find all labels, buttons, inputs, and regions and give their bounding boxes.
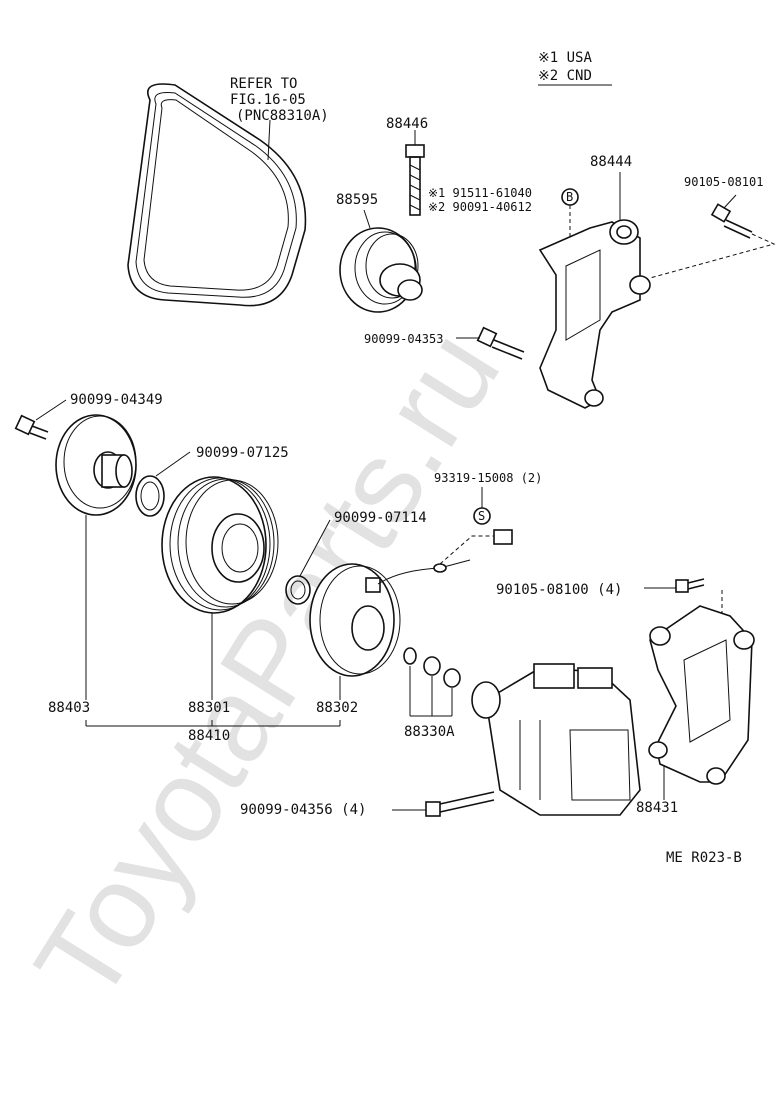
idler-pulley-88595 [339,209,423,313]
bolt-90099-04356 [392,791,495,817]
belt-reference-note: REFER TO FIG.16-05 (PNC88310A) [230,76,329,124]
marker-b-text: B [566,190,573,204]
figure-code: ME R023-B [666,850,742,866]
label-90105-08100: 90105-08100 (4) [496,582,622,598]
belt-note-line2: FIG.16-05 [230,92,306,108]
label-88446: 88446 [386,116,428,132]
idler-bolt-88446 [405,130,425,216]
legend-usa: ※1 USA [538,50,592,66]
label-90099-04356: 90099-04356 (4) [240,802,366,818]
v-ribbed-belt [127,83,307,307]
label-usa-spacer: ※1 91511-61040 [428,186,532,200]
label-88302: 88302 [316,700,358,716]
legend-cnd: ※2 CND [538,68,592,84]
label-88301: 88301 [188,700,230,716]
label-88410: 88410 [188,728,230,744]
field-coil-88302 [309,529,513,700]
label-88330A: 88330A [404,724,455,740]
marker-circle-s [473,507,491,525]
region-legend: ※1 USA ※2 CND [538,50,612,86]
clutch-hub-88403 [55,414,137,700]
label-90099-07125: 90099-07125 [196,445,289,461]
ac-compressor [471,663,641,816]
bolt-90099-04353 [456,326,525,360]
label-90105-08101: 90105-08101 [684,175,763,189]
label-88444: 88444 [590,154,632,170]
snap-ring-90099-07114 [285,519,331,605]
compressor-bracket-88431 [648,605,755,800]
label-88595: 88595 [336,192,378,208]
belt-note-line3: (PNC88310A) [236,108,329,124]
label-88431: 88431 [636,800,678,816]
label-88403: 88403 [48,700,90,716]
label-cnd-spacer: ※2 90091-40612 [428,200,532,214]
label-90099-04349: 90099-04349 [70,392,163,408]
label-90099-07114: 90099-07114 [334,510,427,526]
bolt-90099-04349 [14,399,67,440]
o-rings-88330A [403,647,461,717]
marker-s-text: S [478,509,485,523]
label-93319-15008: 93319-15008 (2) [434,471,542,485]
label-90099-04353: 90099-04353 [364,332,443,346]
idler-bracket-88444 [538,172,651,409]
snap-ring-90099-07125 [135,451,191,517]
belt-note-line1: REFER TO [230,76,297,92]
clutch-pulley-88301 [161,476,279,700]
assembly-bracket-88410 [85,720,341,727]
bolt-90105-08101 [649,194,776,279]
